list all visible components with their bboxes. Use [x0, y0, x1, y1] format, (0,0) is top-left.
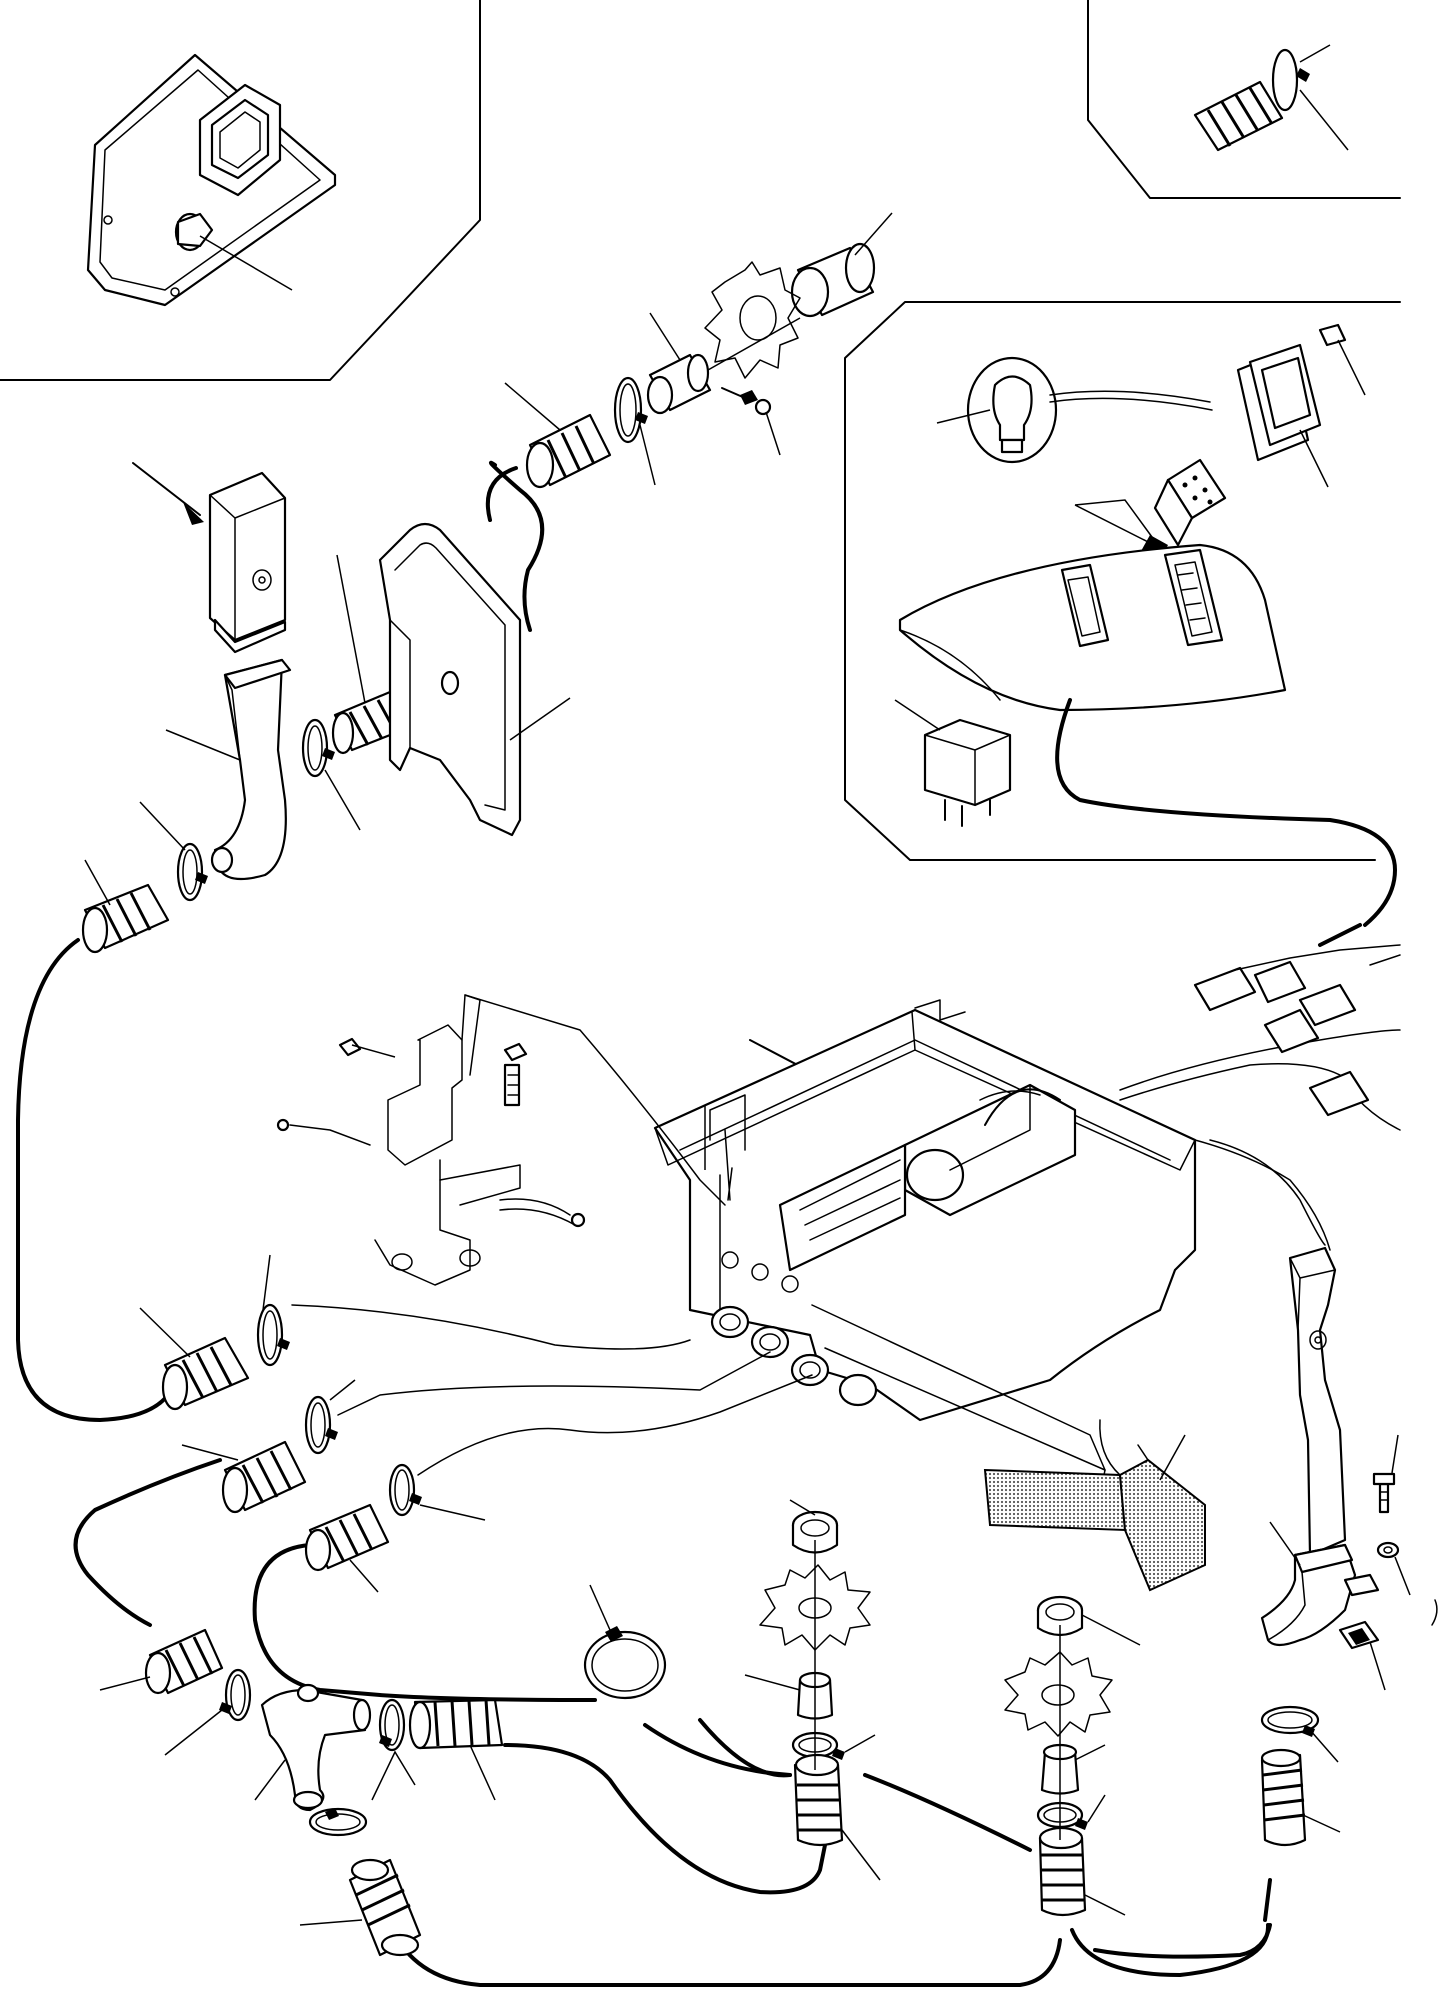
mid-clamp: [301, 718, 361, 831]
second-clamp: [304, 1351, 771, 1455]
grommet-stack-right: [1004, 1595, 1141, 1917]
y-piece: [254, 1683, 372, 1812]
heater-pipe-fittings: [710, 1251, 878, 1407]
hose-routing: [16, 460, 1272, 1987]
third-hose: [304, 1503, 390, 1593]
y-piece-hose-right: [408, 1698, 504, 1801]
right-elbow-clamp: [1260, 1705, 1339, 1763]
y-piece-clamp-right: [371, 1698, 416, 1801]
upper-grommet: [790, 212, 893, 318]
valve-bracket-assembly: [276, 994, 726, 1286]
inset-frame-top-right: [1087, 0, 1401, 199]
switch-detail-inset: [894, 323, 1397, 927]
bulkhead-panel: [378, 522, 571, 837]
inset-frame-top-left: [0, 0, 481, 381]
right-mounting-bracket: [1288, 1246, 1347, 1557]
left-duct-clamp: [139, 801, 208, 902]
y-piece-hose-left: [99, 1628, 224, 1695]
y-piece-clamp-left: [164, 1668, 252, 1756]
left-lower-clamp: [256, 1254, 691, 1367]
heater-box: [653, 999, 1197, 1496]
arrow-pointer-upper: [132, 462, 204, 525]
left-lower-hose: [139, 1307, 250, 1411]
channel-duct: [983, 1419, 1206, 1592]
upper-gasket-plate: [704, 261, 801, 379]
large-hose-clamp: [583, 1584, 667, 1700]
duct-housing-inset: [86, 53, 337, 307]
third-clamp: [388, 1374, 813, 1521]
heater-wire-harness: [1119, 923, 1401, 1251]
upper-fitting: [646, 312, 801, 456]
y-piece-clamp-bottom: [308, 1807, 368, 1837]
upper-hose-clamp: [613, 376, 656, 486]
right-duct-elbow: [1260, 1434, 1438, 1691]
right-elbow-hose: [1260, 1748, 1341, 1847]
second-hose: [181, 1440, 307, 1514]
grommet-stack-center: [744, 1499, 881, 1881]
left-duct-hose: [81, 859, 170, 954]
hose-clamp-inset: [1193, 44, 1349, 152]
mounting-bracket: [208, 471, 287, 654]
y-piece-hose-bottom: [299, 1858, 422, 1957]
inset-frame-switch-detail: [844, 301, 1401, 861]
upper-hose: [504, 382, 612, 489]
left-duct-elbow: [165, 658, 292, 881]
